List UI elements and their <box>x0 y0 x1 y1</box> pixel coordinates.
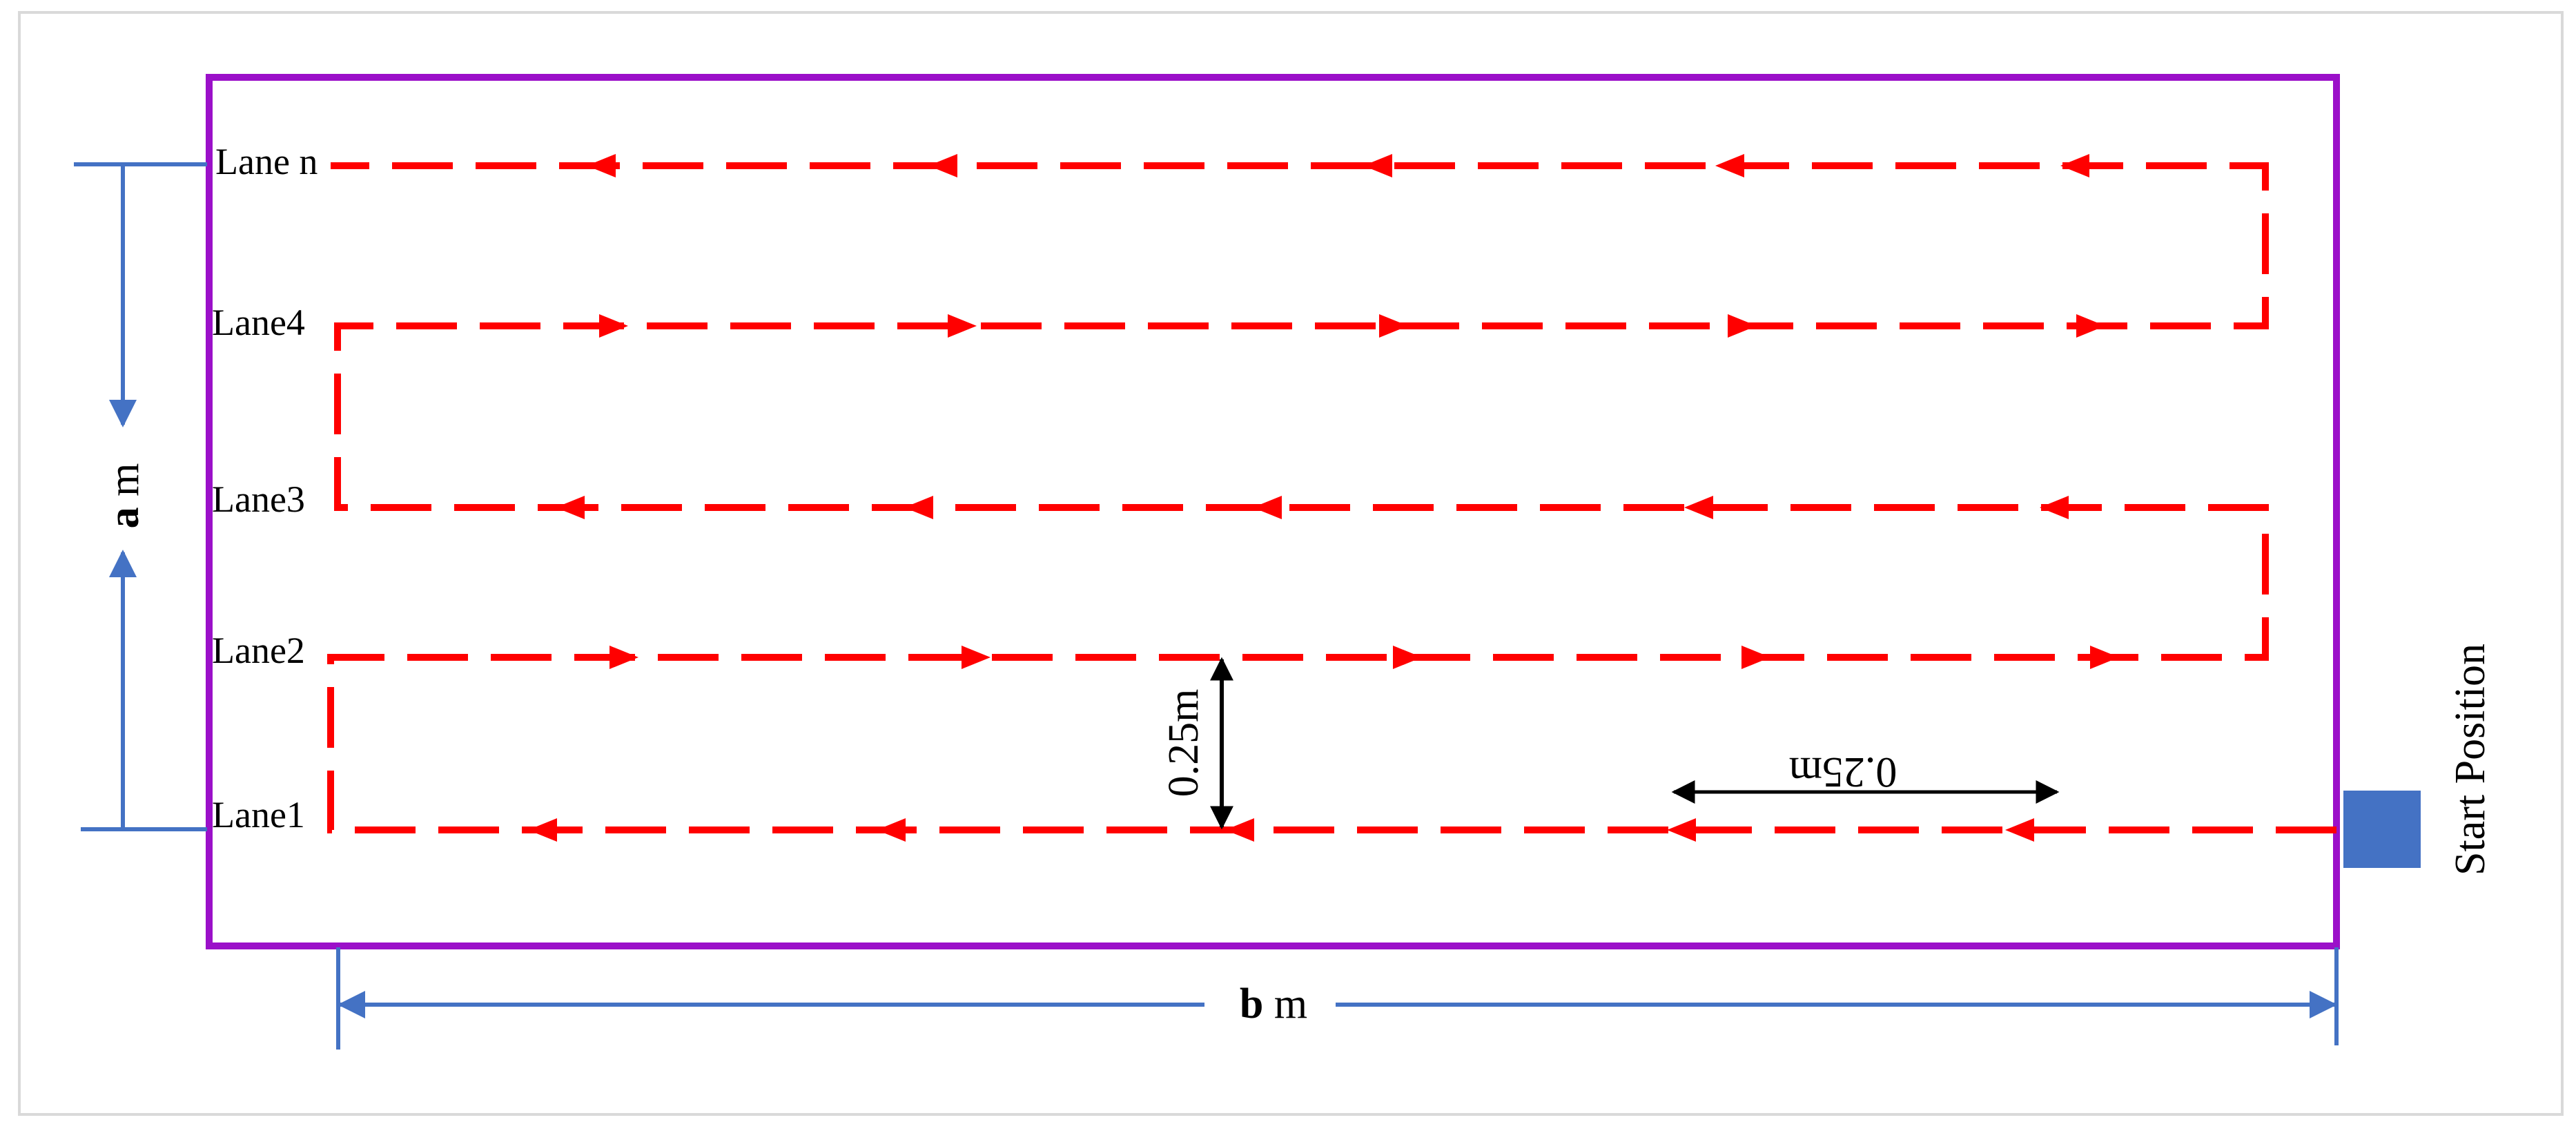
lane-label-n: Lane n <box>215 141 318 182</box>
lane-label-1: Lane1 <box>212 794 305 835</box>
direction-arrow <box>1379 314 1408 338</box>
direction-arrow <box>1715 154 1744 177</box>
direction-arrow <box>2060 154 2089 177</box>
direction-arrow <box>877 818 906 842</box>
lane-spacing-label: 0.25m <box>1160 689 1207 798</box>
direction-arrow <box>609 646 638 669</box>
serpentine-path <box>327 162 2336 833</box>
direction-arrow <box>1225 818 1254 842</box>
lane-label-3: Lane3 <box>212 478 305 520</box>
start-position-label: Start Position <box>2447 644 2494 876</box>
direction-arrow <box>904 496 933 519</box>
direction-arrow <box>2005 818 2034 842</box>
coverage-path <box>327 154 2336 842</box>
direction-arrow <box>1363 154 1392 177</box>
direction-arrow <box>962 646 991 669</box>
dimension-a-unit: m <box>101 463 148 508</box>
dimension-b: b m <box>336 947 2339 1050</box>
dimension-a: a m <box>74 162 207 831</box>
field-boundary <box>206 74 2340 949</box>
direction-arrow <box>1684 496 1713 519</box>
direction-arrow <box>599 314 628 338</box>
direction-arrow <box>1728 314 1757 338</box>
arrow-spacing-label: 0.25m <box>1789 748 1897 795</box>
dimension-a-var: a <box>101 507 148 528</box>
lane-label-4: Lane4 <box>212 302 305 343</box>
dimension-b-unit: m <box>1263 980 1307 1027</box>
dimension-a-label: a m <box>101 463 148 529</box>
start-position-marker <box>2343 791 2421 868</box>
lane-label-2: Lane2 <box>212 630 305 671</box>
lane-spacing-annotation: 0.25m <box>1160 657 1233 830</box>
outer-frame <box>18 11 2564 1116</box>
arrow-spacing-annotation: 0.25m <box>1671 748 2060 804</box>
direction-arrow <box>928 154 957 177</box>
direction-arrow <box>1667 818 1696 842</box>
direction-arrow <box>528 818 557 842</box>
direction-arrow <box>1741 646 1770 669</box>
direction-arrow <box>1393 646 1422 669</box>
dimension-b-label: b m <box>1240 980 1307 1027</box>
direction-arrow <box>948 314 977 338</box>
direction-arrow <box>2076 314 2105 338</box>
direction-arrow <box>1253 496 1282 519</box>
direction-arrow <box>587 154 616 177</box>
direction-arrow <box>2090 646 2119 669</box>
dimension-b-var: b <box>1240 980 1263 1027</box>
path-direction-arrows <box>528 154 2119 842</box>
direction-arrow <box>556 496 585 519</box>
direction-arrow <box>2040 496 2069 519</box>
